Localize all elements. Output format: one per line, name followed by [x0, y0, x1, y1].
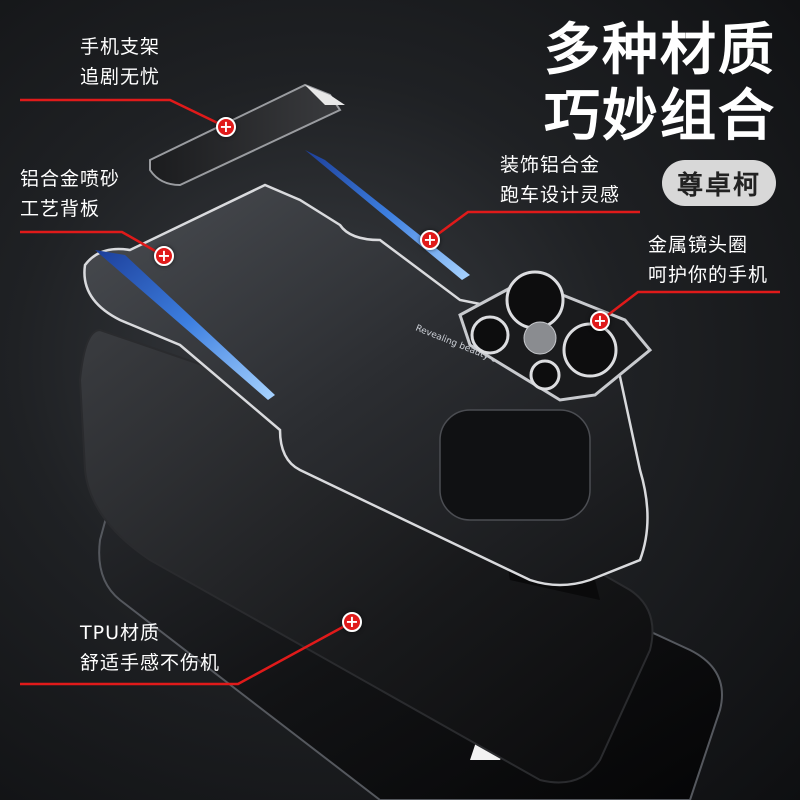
callout-trim: 装饰铝合金 跑车设计灵感	[500, 150, 620, 210]
marker-backplate[interactable]: +	[154, 246, 174, 266]
callout-lens-ring-title: 金属镜头圈	[648, 234, 749, 256]
leader-tpu	[20, 620, 353, 686]
callout-tpu: TPU材质 舒适手感不伤机	[80, 618, 220, 678]
marker-tpu[interactable]: +	[342, 612, 362, 632]
callout-stand-desc: 追剧无忧	[80, 66, 161, 88]
marker-lens-ring[interactable]: +	[590, 311, 610, 331]
callout-tpu-title: TPU材质	[80, 622, 160, 644]
leader-lines	[20, 98, 780, 686]
marker-stand[interactable]: +	[216, 117, 236, 137]
callout-backplate: 铝合金喷砂 工艺背板	[20, 164, 120, 224]
headline-line-2: 巧妙组合	[544, 84, 776, 149]
callout-trim-desc: 跑车设计灵感	[500, 184, 621, 206]
phone-stand	[149, 83, 345, 187]
leader-backplate	[20, 230, 165, 258]
leader-trim	[429, 210, 640, 242]
headline-line-1: 多种材质	[544, 18, 776, 83]
callout-tpu-desc: 舒适手感不伤机	[80, 652, 221, 674]
callout-stand: 手机支架 追剧无忧	[80, 32, 160, 92]
marker-trim[interactable]: +	[420, 230, 440, 250]
callout-lens-ring: 金属镜头圈 呵护你的手机	[648, 230, 768, 290]
headline: 多种材质 巧妙组合	[544, 18, 776, 150]
metal-lens-ring	[458, 270, 653, 402]
callout-backplate-title: 铝合金喷砂	[20, 168, 121, 190]
callout-trim-title: 装饰铝合金	[500, 154, 601, 176]
leader-lens-ring	[599, 290, 780, 322]
blue-trim-left	[95, 250, 275, 400]
leader-stand	[20, 98, 227, 129]
callout-lens-ring-desc: 呵护你的手机	[648, 264, 769, 286]
brand-badge: 尊卓柯	[662, 160, 776, 206]
callout-stand-title: 手机支架	[80, 36, 161, 58]
callout-backplate-desc: 工艺背板	[20, 198, 101, 220]
